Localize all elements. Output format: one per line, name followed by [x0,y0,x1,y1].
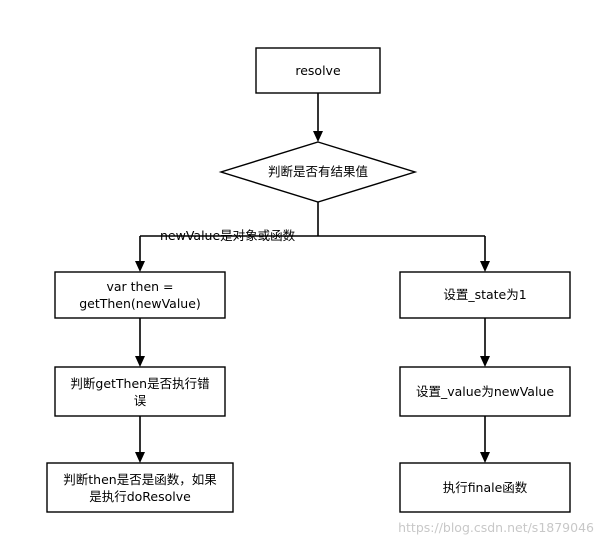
node-check-getthen: 判断getThen是否执行错 误 [54,366,226,417]
node-check-getthen-label-line1: 判断getThen是否执行错 [70,376,209,391]
node-check-getthen-label-line2: 误 [134,393,147,408]
node-set-state: 设置_state为1 [399,271,571,319]
node-set-value-label: 设置_value为newValue [416,384,554,399]
arrowhead-set-state [480,261,490,272]
node-check-then-label-line2: 是执行doResolve [89,489,191,504]
arrowhead-exec-finale [480,452,490,463]
node-resolve: resolve [255,47,381,94]
node-set-value: 设置_value为newValue [399,366,571,417]
arrowhead-var-then [135,261,145,272]
node-check-then-label-line1: 判断then是否是函数，如果 [63,472,217,487]
edges [135,92,490,463]
node-exec-finale: 执行finale函数 [399,462,571,513]
node-var-then-label-line1: var then = [106,279,173,294]
node-resolve-label: resolve [295,63,341,78]
arrowhead-check-getthen [135,356,145,367]
edge-label-is-object-or-function: newValue是对象或函数 [160,228,296,243]
node-exec-finale-label: 执行finale函数 [443,480,528,495]
node-var-then: var then = getThen(newValue) [54,271,226,319]
arrowhead-check [313,131,323,142]
watermark-url: https://blog.csdn.net/s1879046 [398,520,594,535]
node-check-result: 判断是否有结果值 [218,141,418,203]
node-check-result-label: 判断是否有结果值 [268,164,368,179]
node-set-state-label: 设置_state为1 [443,287,526,302]
node-var-then-label-line2: getThen(newValue) [79,296,201,311]
arrowhead-set-value [480,356,490,367]
arrowhead-check-then [135,452,145,463]
node-check-then: 判断then是否是函数，如果 是执行doResolve [46,462,234,513]
